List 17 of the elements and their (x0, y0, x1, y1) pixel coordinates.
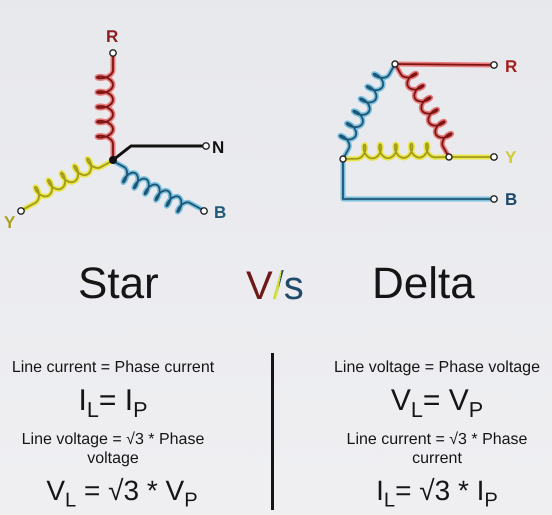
formula: I$_{L}$= I$_{P}$ (78, 383, 148, 419)
formula: V$_{L}$= V$_{P}$ (390, 383, 484, 419)
terminal-label: N (212, 139, 224, 156)
rule-text: Line current = Phase current (10, 358, 216, 378)
rule-text: Line current = √3 * Phase current (346, 430, 528, 468)
terminal-label: Y (505, 149, 516, 166)
formula: V$_{L}$ = √3 * V$_{P}$ (45, 474, 199, 508)
terminal-label: R (106, 28, 118, 45)
terminal-label: Y (4, 214, 16, 231)
terminal-label: B (505, 191, 518, 208)
heading: Delta (372, 258, 475, 310)
rule-text: Line voltage = Phase voltage (333, 358, 541, 378)
formula: I$_{L}$= √3 * I$_{P}$ (375, 474, 499, 508)
heading: Star (78, 258, 159, 310)
terminal-label: R (505, 58, 518, 75)
terminal-label: B (214, 204, 226, 221)
rule-text: Line voltage = √3 * Phase voltage (20, 430, 206, 468)
